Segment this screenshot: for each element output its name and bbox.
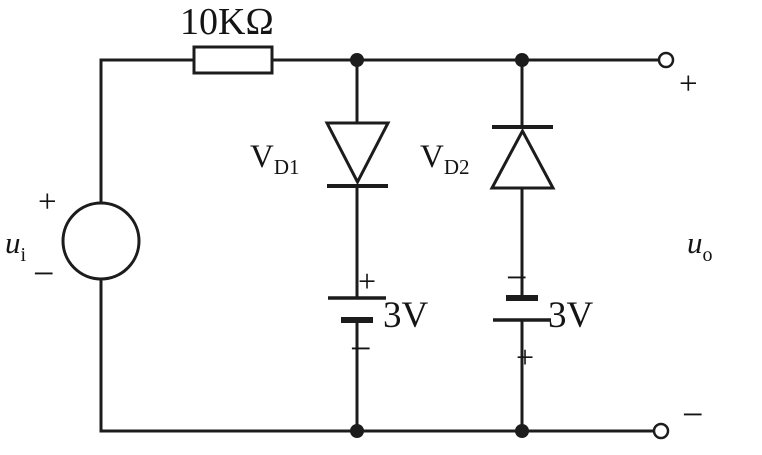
diode2-label: VD2: [420, 139, 470, 179]
output-label: uo: [687, 225, 713, 266]
output-label-main: u: [687, 225, 703, 260]
diode1-label-sub: D1: [274, 155, 300, 179]
battery2-minus-sign: −: [506, 257, 527, 299]
diode1-triangle: [324, 121, 391, 186]
output-minus-sign: −: [682, 394, 703, 436]
resistor-body: [192, 45, 274, 75]
input-label-sub: i: [21, 244, 27, 266]
battery2-plus-sign: +: [516, 339, 534, 375]
diode2-triangle: [489, 127, 556, 190]
junction-dot-top-left: [350, 53, 364, 67]
diode2-label-sub: D2: [444, 155, 470, 179]
diode1-label-main: V: [250, 139, 274, 175]
output-label-sub: o: [703, 244, 713, 266]
diode2-label-main: V: [420, 139, 444, 175]
wire-top-left: [99, 58, 198, 205]
junction-dot-bottom-left: [350, 424, 364, 438]
resistor-label: 10KΩ: [180, 1, 274, 43]
source-minus-sign: −: [33, 253, 54, 295]
battery1-minus-sign: −: [350, 328, 371, 370]
output-plus-sign: +: [679, 66, 698, 102]
battery1-plus-sign: +: [358, 263, 376, 299]
input-label: ui: [5, 225, 27, 266]
junction-dot-top-right: [515, 53, 529, 67]
wire-bottom: [99, 277, 656, 433]
battery1-value: 3V: [383, 295, 429, 336]
junction-dot-bottom-right: [515, 424, 529, 438]
diode1-label: VD1: [250, 139, 300, 179]
battery2-value: 3V: [548, 295, 594, 336]
output-terminal-top: [657, 51, 675, 69]
voltage-source-circle: [61, 201, 141, 281]
output-terminal-bottom: [652, 422, 670, 440]
input-label-main: u: [5, 225, 21, 260]
source-plus-sign: +: [38, 184, 57, 220]
